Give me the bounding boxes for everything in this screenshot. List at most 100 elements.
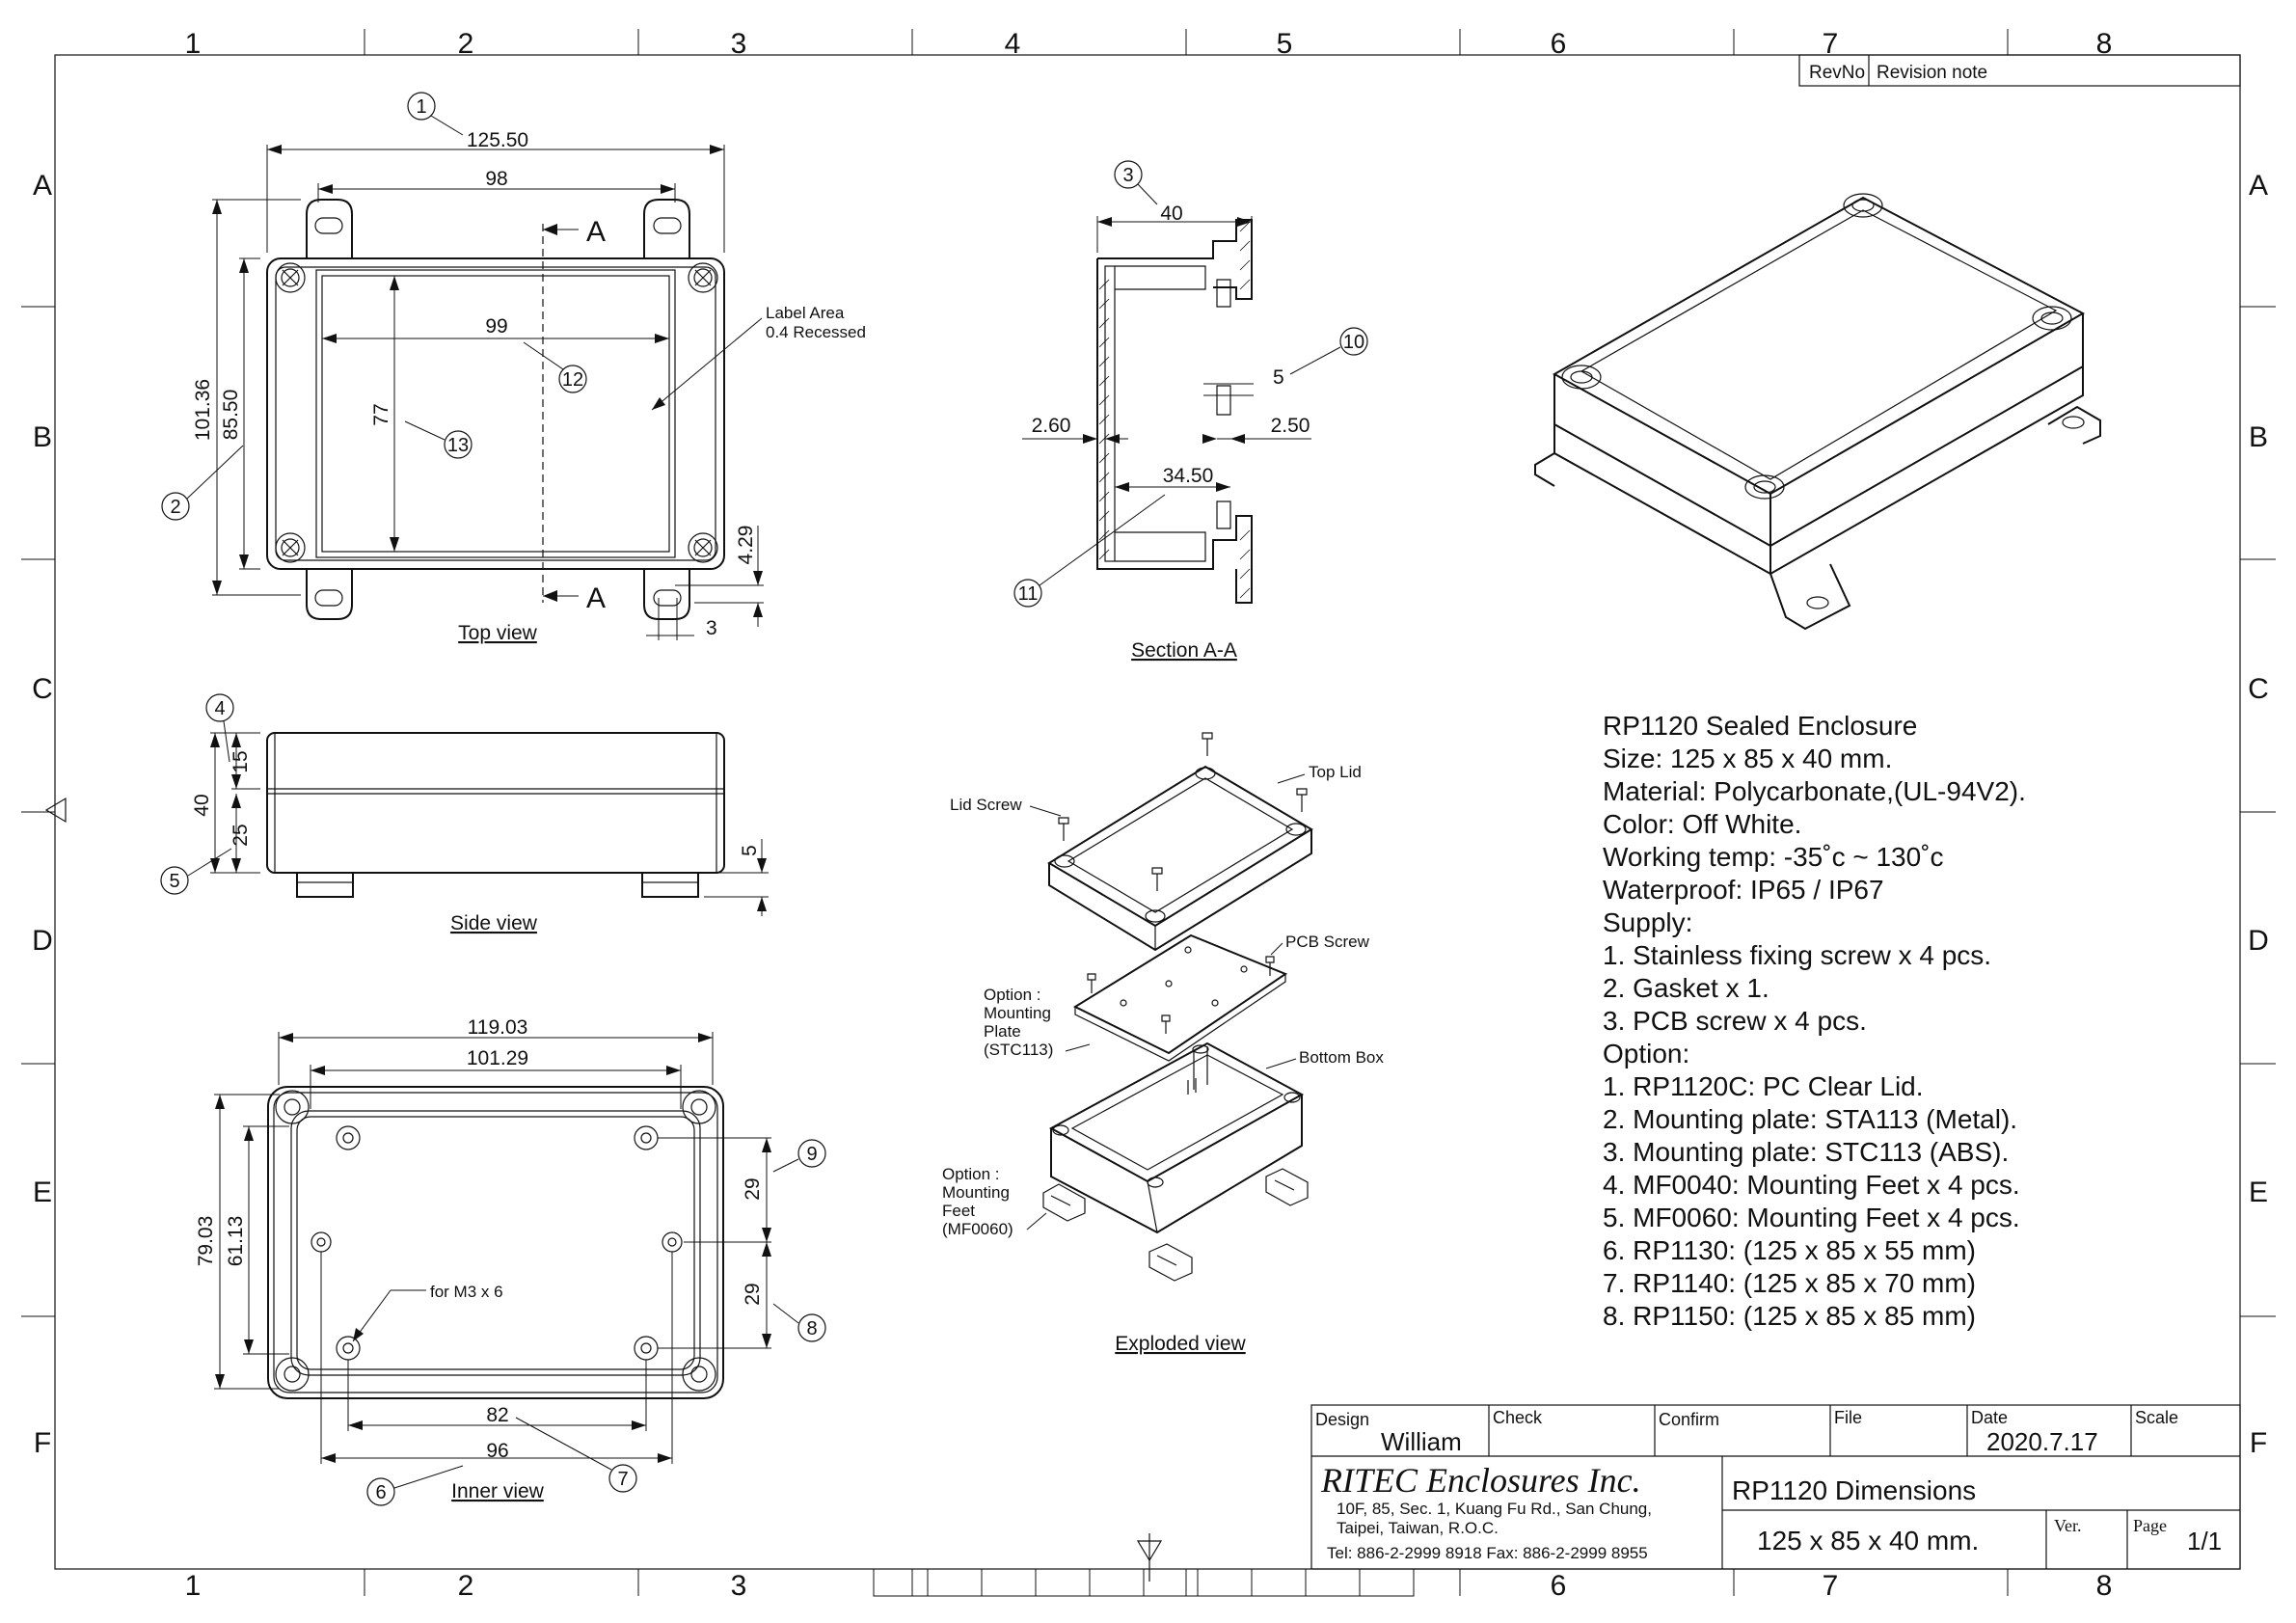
label-bottom-box: Bottom Box — [1299, 1048, 1384, 1067]
date-label: Date — [1971, 1408, 2008, 1427]
grid-row-b-right: B — [2249, 421, 2268, 453]
top-view: A A 125.50 98 99 77 101.36 85.50 4.29 — [192, 129, 866, 644]
grid-row-f-right: F — [2250, 1427, 2267, 1459]
balloon-12: 12 — [562, 369, 583, 391]
grid-col-6-bottom: 6 — [1551, 1570, 1567, 1602]
section-mark-top: A — [586, 216, 606, 248]
spec-line-11: Option: — [1603, 1039, 1689, 1068]
grid-ticks — [21, 29, 2276, 1597]
spec-list: RP1120 Sealed Enclosure Size: 125 x 85 x… — [1603, 711, 2026, 1331]
label-pcb-screw: PCB Screw — [1285, 933, 1370, 951]
dim-hole-pitch: 98 — [485, 168, 507, 190]
inner-dim-boss-lower: 29 — [742, 1283, 764, 1305]
isometric-view — [1534, 193, 2101, 631]
label-feet-3: Feet — [942, 1202, 975, 1220]
company-address-2: Taipei, Taiwan, R.O.C. — [1337, 1519, 1499, 1537]
side-view: 40 15 25 5 Side view — [191, 732, 769, 934]
grid-col-7-top: 7 — [1823, 28, 1839, 60]
label-area-note-1: Label Area — [766, 304, 845, 322]
spec-line-10: 3. PCB screw x 4 pcs. — [1603, 1006, 1867, 1036]
grid-col-4-top: 4 — [1005, 28, 1021, 60]
grid-col-6-top: 6 — [1551, 28, 1567, 60]
company-contact: Tel: 886-2-2999 8918 Fax: 886-2-2999 895… — [1327, 1544, 1648, 1562]
title-block: Design William Check Confirm File Date 2… — [1310, 1404, 2241, 1570]
grid-col-1-top: 1 — [185, 28, 202, 60]
spec-line-1: RP1120 Sealed Enclosure — [1603, 711, 1917, 741]
label-top-lid: Top Lid — [1309, 763, 1362, 781]
company-name: RITEC Enclosures Inc. — [1320, 1461, 1641, 1500]
spec-line-13: 2. Mounting plate: STA113 (Metal). — [1603, 1104, 2017, 1134]
grid-row-c-left: C — [32, 673, 53, 705]
spec-line-15: 4. MF0040: Mounting Feet x 4 pcs. — [1603, 1170, 2020, 1200]
inner-dim-boss-upper: 29 — [742, 1177, 764, 1200]
page-label: Page — [2133, 1516, 2167, 1535]
balloon-9: 9 — [806, 1144, 817, 1165]
design-label: Design — [1315, 1410, 1369, 1429]
spec-line-14: 3. Mounting plate: STC113 (ABS). — [1603, 1137, 2009, 1167]
grid-col-2-top: 2 — [458, 28, 474, 60]
spec-line-9: 2. Gasket x 1. — [1603, 973, 1769, 1003]
balloon-13: 13 — [447, 435, 469, 456]
spec-line-5: Working temp: -35˚c ~ 130˚c — [1603, 842, 1944, 872]
section-dim-wall-right: 2.50 — [1271, 415, 1310, 437]
spec-line-12: 1. RP1120C: PC Clear Lid. — [1603, 1071, 1924, 1101]
side-dim-total: 40 — [191, 794, 213, 816]
balloon-8: 8 — [806, 1318, 817, 1339]
balloon-3: 3 — [1122, 165, 1133, 186]
inner-dim-mid-pitch: 96 — [486, 1440, 508, 1462]
grid-row-e-right: E — [2249, 1177, 2268, 1208]
section-dim-wall-left: 2.60 — [1032, 415, 1071, 437]
spec-line-6: Waterproof: IP65 / IP67 — [1603, 875, 1884, 905]
page-value: 1/1 — [2187, 1527, 2222, 1555]
scale-label: Scale — [2135, 1408, 2178, 1427]
side-dim-foot: 5 — [739, 845, 761, 856]
grid-row-e-left: E — [33, 1177, 52, 1208]
revision-table: RevNo Revision note — [1798, 54, 2241, 87]
grid-col-2-bottom: 2 — [458, 1570, 474, 1602]
balloon-6: 6 — [375, 1482, 386, 1503]
company-address-1: 10F, 85, Sec. 1, Kuang Fu Rd., San Chung… — [1337, 1500, 1652, 1518]
label-feet-2: Mounting — [942, 1183, 1010, 1202]
spec-line-18: 7. RP1140: (125 x 85 x 70 mm) — [1603, 1268, 1976, 1298]
inner-view-title: Inner view — [451, 1480, 545, 1502]
section-dim-inner: 34.50 — [1163, 465, 1214, 487]
confirm-label: Confirm — [1659, 1410, 1719, 1429]
spec-line-4: Color: Off White. — [1603, 809, 1801, 839]
screw-note: for M3 x 6 — [430, 1283, 503, 1301]
dim-label-height: 77 — [370, 403, 392, 425]
spec-line-3: Material: Polycarbonate,(UL-94V2). — [1603, 776, 2026, 806]
inner-view: 119.03 101.29 79.03 61.13 29 29 82 96 — [195, 1016, 771, 1502]
dim-overall-height: 101.36 — [192, 379, 214, 441]
inner-dim-outer-height: 79.03 — [195, 1216, 217, 1267]
balloon-10: 10 — [1343, 332, 1364, 353]
grid-row-c-right: C — [2248, 673, 2269, 705]
grid-row-f-left: F — [34, 1427, 51, 1459]
dim-overall-width: 125.50 — [467, 129, 528, 151]
top-view-title: Top view — [458, 622, 538, 644]
centering-arrow-left — [44, 797, 67, 824]
label-feet-4: (MF0060) — [942, 1220, 1013, 1238]
spec-line-7: Supply: — [1603, 907, 1692, 937]
inner-dim-inner-width: 101.29 — [467, 1047, 528, 1069]
dim-slot-width: 3 — [706, 617, 717, 639]
balloon-2: 2 — [170, 497, 180, 518]
balloon-7: 7 — [617, 1469, 628, 1490]
exploded-view: Top Lid Lid Screw PCB Screw Option : Mou… — [942, 732, 1384, 1355]
balloon-1: 1 — [416, 96, 426, 118]
dim-body-height: 85.50 — [220, 390, 242, 441]
dim-label-width: 99 — [485, 315, 507, 338]
spec-line-16: 5. MF0060: Mounting Feet x 4 pcs. — [1603, 1203, 2020, 1232]
side-dim-base: 25 — [230, 824, 252, 846]
spec-line-2: Size: 125 x 85 x 40 mm. — [1603, 744, 1892, 773]
exploded-view-title: Exploded view — [1115, 1333, 1246, 1355]
drawing-title: RP1120 Dimensions — [1732, 1475, 1976, 1505]
spec-line-8: 1. Stainless fixing screw x 4 pcs. — [1603, 940, 1991, 970]
date-value: 2020.7.17 — [1986, 1427, 2098, 1456]
grid-row-a-left: A — [33, 170, 52, 202]
label-plate-3: Plate — [984, 1022, 1021, 1041]
grid-col-8-top: 8 — [2096, 28, 2113, 60]
label-lid-screw: Lid Screw — [950, 796, 1022, 814]
grid-row-a-right: A — [2249, 170, 2268, 202]
section-view: 40 2.60 2.50 34.50 5 Section A-A — [1022, 203, 1311, 662]
drawing-size: 125 x 85 x 40 mm. — [1757, 1526, 1979, 1555]
